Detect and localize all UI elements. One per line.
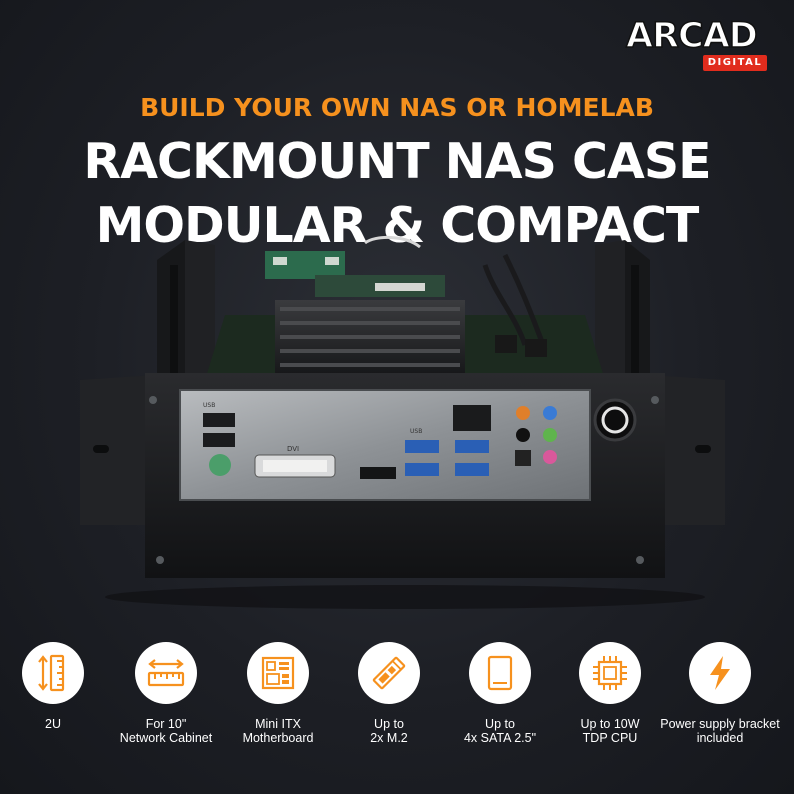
- feature-icon-circle: [469, 642, 531, 704]
- feature-2u: 2U: [0, 642, 106, 731]
- feature-label: Power supply bracket included: [660, 717, 780, 745]
- usb-port: [203, 433, 235, 447]
- io-label-usb: USB: [203, 402, 215, 409]
- io-label-usb3: USB: [410, 428, 422, 435]
- feature-m2: Up to 2x M.2: [329, 642, 449, 745]
- width-ruler-icon: [147, 659, 185, 687]
- audio-jack: [543, 428, 557, 442]
- arcad-logo: ARCAD DIGITAL: [625, 15, 776, 72]
- motherboard: [205, 236, 605, 380]
- feature-icon-circle: [135, 642, 197, 704]
- feature-sata: Up to 4x SATA 2.5": [440, 642, 560, 745]
- usb3-port: [405, 463, 439, 476]
- left-drive-rail: [157, 240, 215, 390]
- logo-subtitle: DIGITAL: [703, 55, 767, 71]
- power-button[interactable]: [593, 398, 637, 442]
- logo-wordmark: ARCAD: [625, 15, 758, 57]
- m2-ssd-icon: [372, 656, 406, 690]
- hdmi-port: [360, 467, 396, 479]
- lightning-bolt-icon: [710, 656, 730, 690]
- feature-label: Up to 10W TDP CPU: [580, 717, 640, 745]
- usb-port: [203, 413, 235, 427]
- audio-jack: [516, 406, 530, 420]
- feature-label: Mini ITX Motherboard: [242, 717, 314, 745]
- headline-title-line1: RACKMOUNT NAS CASE: [83, 133, 711, 190]
- feature-icon-circle: [579, 642, 641, 704]
- usb3-port: [455, 440, 489, 453]
- io-label-dvi: DVI: [287, 445, 299, 453]
- product-photo: USB DVI USB: [75, 235, 735, 615]
- ruler-height-icon: [38, 654, 65, 692]
- feature-icon-circle: [358, 642, 420, 704]
- audio-jack: [543, 406, 557, 420]
- feature-10-inch: For 10" Network Cabinet: [106, 642, 226, 745]
- feature-label: Up to 2x M.2: [370, 717, 408, 745]
- headline-kicker: BUILD YOUR OWN NAS OR HOMELAB: [140, 93, 654, 122]
- feature-cpu: Up to 10W TDP CPU: [550, 642, 670, 745]
- sata-drive-icon: [487, 655, 513, 691]
- cpu-chip-icon: [593, 656, 627, 690]
- feature-label: Up to 4x SATA 2.5": [463, 717, 537, 745]
- right-drive-rail: [595, 240, 650, 390]
- usb3-port: [405, 440, 439, 453]
- feature-label: 2U: [45, 717, 61, 731]
- io-shield: USB DVI USB: [179, 389, 591, 501]
- feature-power-bracket: Power supply bracket included: [654, 642, 786, 745]
- optical-port: [515, 450, 531, 466]
- ps2-port: [209, 454, 231, 476]
- feature-label: For 10" Network Cabinet: [119, 717, 213, 745]
- usb3-port: [455, 463, 489, 476]
- feature-icon-circle: [22, 642, 84, 704]
- audio-jack: [543, 450, 557, 464]
- feature-icon-circle: [689, 642, 751, 704]
- ethernet-port: [453, 405, 491, 431]
- feature-icon-circle: [247, 642, 309, 704]
- audio-jack: [516, 428, 530, 442]
- motherboard-icon: [261, 656, 295, 690]
- feature-row: 2U For 10" Network Cabinet: [0, 642, 794, 792]
- feature-mini-itx: Mini ITX Motherboard: [218, 642, 338, 745]
- heatsink: [275, 300, 465, 380]
